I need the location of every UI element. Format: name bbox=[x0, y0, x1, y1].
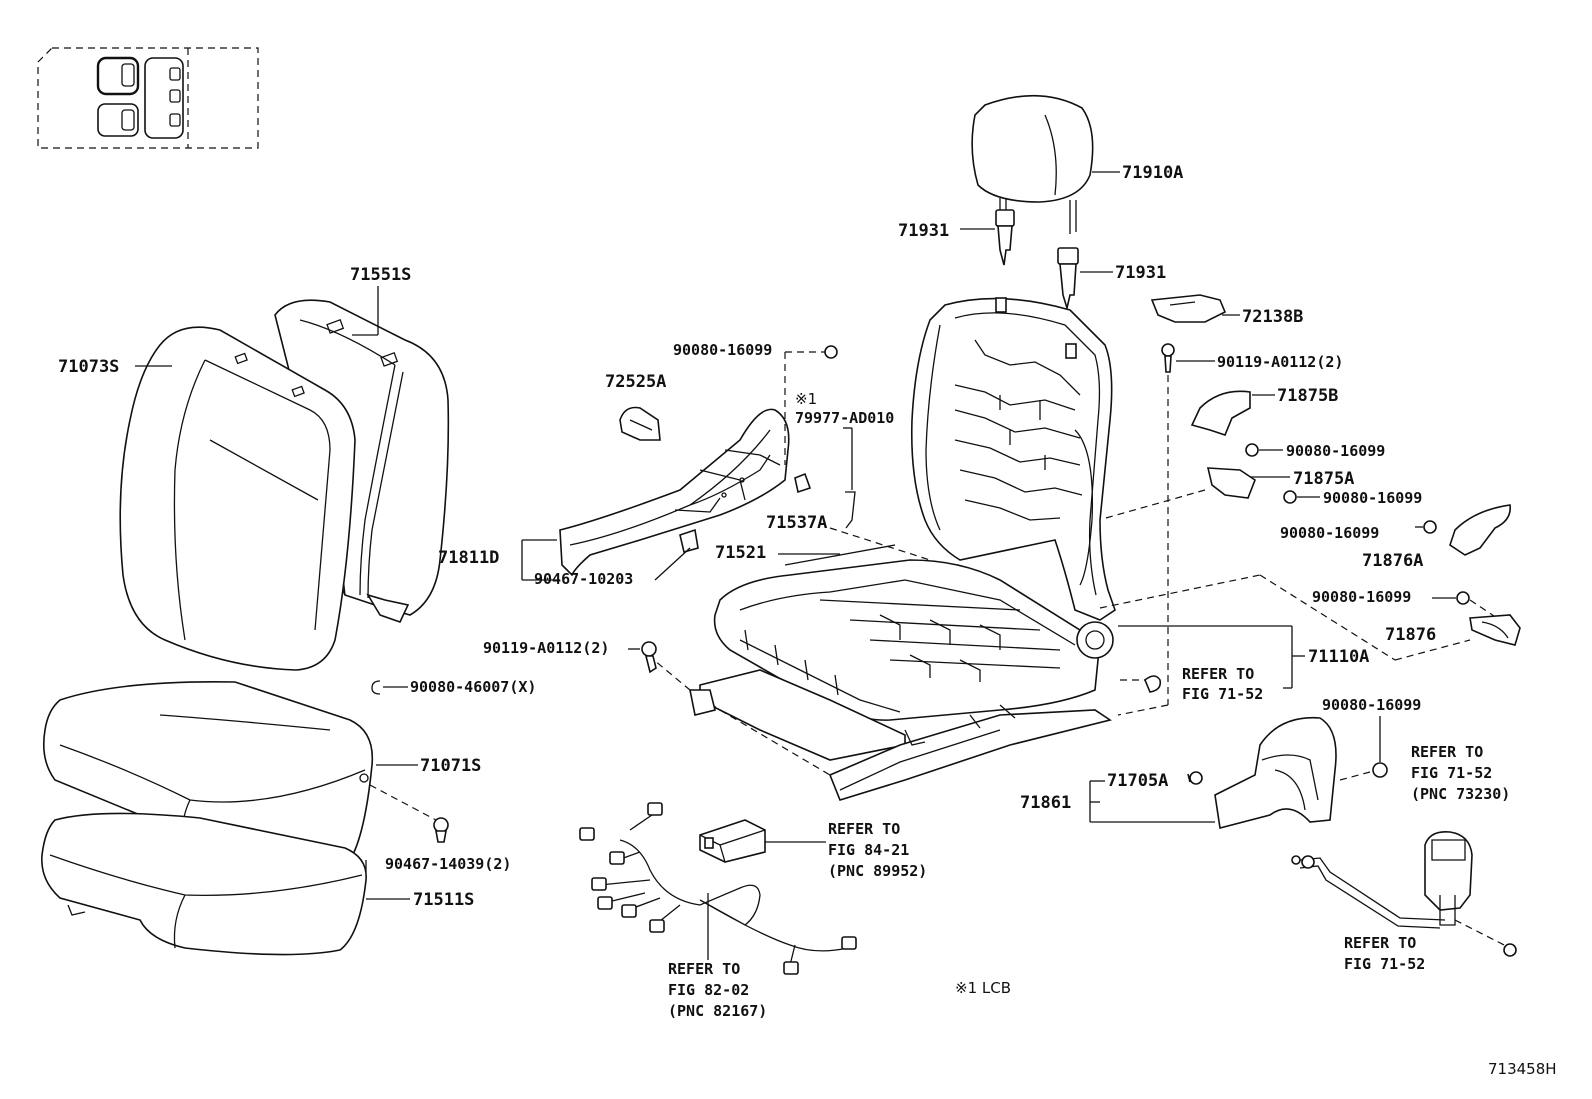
label-71875A: 71875A bbox=[1293, 469, 1354, 489]
label-71931-left: 71931 bbox=[898, 221, 949, 241]
ref-fig-71-52-center-line1: REFER TO bbox=[1182, 665, 1254, 683]
label-72525A: 72525A bbox=[605, 372, 666, 392]
label-71073S: 71073S bbox=[58, 357, 119, 377]
ref-fig-84-21-line2: FIG 84-21 bbox=[828, 841, 909, 859]
headrest-guide-right-drawing bbox=[1057, 247, 1079, 312]
clip-72525A-drawing bbox=[619, 406, 661, 441]
label-90467-10203: 90467-10203 bbox=[534, 570, 633, 588]
seatback-pad-drawing bbox=[119, 326, 356, 671]
wire-harness-drawing bbox=[579, 802, 857, 975]
screw-90080-1-drawing bbox=[1245, 443, 1259, 457]
cover-71875A-drawing bbox=[1206, 467, 1256, 499]
ref-fig-82-02-line1: REFER TO bbox=[668, 960, 740, 978]
clip-90467-14039-drawing bbox=[433, 817, 449, 843]
bracket-72138B-drawing bbox=[1150, 294, 1227, 323]
ring-90080-46007-drawing bbox=[371, 680, 381, 695]
label-lcb-mark: ※1 bbox=[795, 390, 817, 408]
label-71511S: 71511S bbox=[413, 890, 474, 910]
screw-90080-4-drawing bbox=[1456, 591, 1470, 605]
cushion-cover-drawing bbox=[41, 812, 367, 956]
label-90080-4: 90080-16099 bbox=[1312, 588, 1411, 606]
label-71551S: 71551S bbox=[350, 265, 411, 285]
ref-fig-71-52-pnc-line3: (PNC 73230) bbox=[1411, 785, 1510, 803]
seat-belt-buckle-drawing bbox=[1291, 830, 1473, 929]
seat-frame-drawing bbox=[699, 297, 1116, 801]
screw-90080-right-drawing bbox=[1372, 762, 1388, 778]
label-71811D: 71811D bbox=[438, 548, 499, 568]
cap-71705A-drawing bbox=[1187, 771, 1203, 785]
label-71110A: 71110A bbox=[1308, 647, 1369, 667]
clip-90467-10203-drawing bbox=[679, 528, 699, 553]
ref-fig-84-21-line3: (PNC 89952) bbox=[828, 862, 927, 880]
cover-71875B-drawing bbox=[1190, 390, 1251, 436]
cover-71876A-drawing bbox=[1449, 504, 1512, 556]
label-90080-3: 90080-16099 bbox=[1280, 524, 1379, 542]
bolt-90119-left-drawing bbox=[641, 641, 657, 674]
connector-module-drawing bbox=[699, 819, 766, 863]
label-71521: 71521 bbox=[715, 543, 766, 563]
label-71910A: 71910A bbox=[1122, 163, 1183, 183]
label-90080-2: 90080-16099 bbox=[1323, 489, 1422, 507]
label-71876A: 71876A bbox=[1362, 551, 1423, 571]
ref-fig-71-52-pnc-line1: REFER TO bbox=[1411, 743, 1483, 761]
ref-fig-71-52-bottom-line2: FIG 71-52 bbox=[1344, 955, 1425, 973]
label-71537A: 71537A bbox=[766, 513, 827, 533]
label-90080-46007: 90080-46007(X) bbox=[410, 678, 536, 696]
part-71537A-drawing bbox=[794, 472, 812, 494]
label-90119-left: 90119-A0112(2) bbox=[483, 639, 609, 657]
label-71071S: 71071S bbox=[420, 756, 481, 776]
ref-fig-84-21-line1: REFER TO bbox=[828, 820, 900, 838]
label-72138B: 72138B bbox=[1242, 307, 1303, 327]
ref-fig-82-02-line2: FIG 82-02 bbox=[668, 981, 749, 999]
ref-fig-71-52-bottom-line1: REFER TO bbox=[1344, 934, 1416, 952]
label-71861: 71861 bbox=[1020, 793, 1071, 813]
side-shield-71811D-drawing bbox=[559, 408, 790, 577]
label-79977-AD010: 79977-AD010 bbox=[795, 409, 894, 427]
screw-90080-3-drawing bbox=[1423, 520, 1437, 534]
cover-71876-drawing bbox=[1469, 614, 1521, 646]
label-90080-top: 90080-16099 bbox=[673, 341, 772, 359]
screw-90119-top-drawing bbox=[1161, 343, 1175, 373]
ref-fig-71-52-pnc-line2: FIG 71-52 bbox=[1411, 764, 1492, 782]
headrest-guide-left-drawing bbox=[995, 209, 1015, 266]
label-71931-right: 71931 bbox=[1115, 263, 1166, 283]
screw-90080-2-drawing bbox=[1283, 490, 1297, 504]
ref-fig-71-52-center-line2: FIG 71-52 bbox=[1182, 685, 1263, 703]
label-71876: 71876 bbox=[1385, 625, 1436, 645]
label-90080-right: 90080-16099 bbox=[1322, 696, 1421, 714]
cushion-pad-drawing bbox=[42, 681, 374, 865]
side-shield-71861-drawing bbox=[1214, 716, 1337, 829]
footnote-lcb: ※1 LCB bbox=[955, 979, 1011, 997]
headrest-drawing bbox=[971, 94, 1094, 234]
ref-fig-82-02-line3: (PNC 82167) bbox=[668, 1002, 767, 1020]
label-71705A: 71705A bbox=[1107, 771, 1168, 791]
seat-locator-inset bbox=[37, 47, 259, 149]
label-90467-14039: 90467-14039(2) bbox=[385, 855, 511, 873]
label-90119-top: 90119-A0112(2) bbox=[1217, 353, 1343, 371]
label-71875B: 71875B bbox=[1277, 386, 1338, 406]
diagram-id: 713458H bbox=[1488, 1060, 1557, 1078]
label-90080-1: 90080-16099 bbox=[1286, 442, 1385, 460]
